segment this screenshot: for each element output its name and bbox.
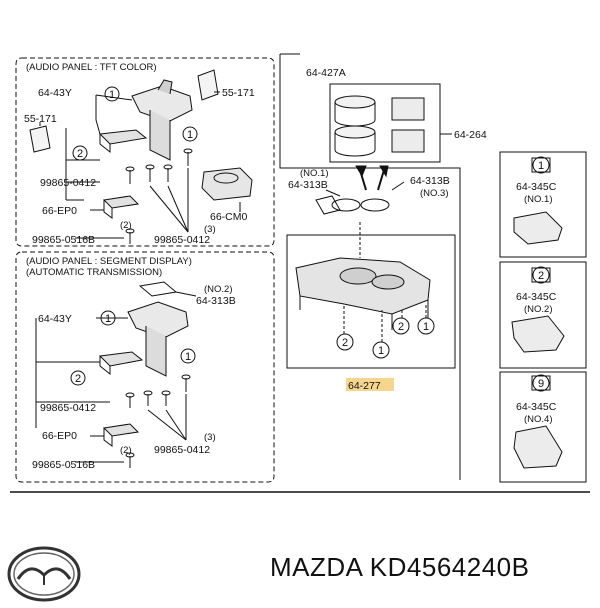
note-no3: (NO.3) (420, 188, 449, 199)
part-99865-0412-c: 99865-0412 (40, 402, 96, 414)
qty-2-a: (2) (120, 220, 132, 231)
panel-tft-label: (AUDIO PANEL : TFT COLOR) (26, 62, 157, 73)
clip-2-note: (NO.2) (524, 304, 553, 315)
clip-9-note: (NO.4) (524, 414, 553, 425)
part-66-cm0: 66-CM0 (210, 211, 248, 223)
callout-1-console-b: 1 (423, 321, 429, 333)
part-64-43y-a: 64-43Y (38, 87, 72, 99)
clip-9-code: 64-345C (516, 401, 557, 413)
qty-3-a: (3) (204, 224, 216, 235)
callout-1-top: 1 (109, 89, 115, 101)
part-66-ep0-a: 66-EP0 (42, 205, 77, 217)
part-55-171-left: 55-171 (24, 113, 57, 125)
part-64-427a: 64-427A (306, 67, 346, 79)
qty-3-b: (3) (204, 432, 216, 443)
note-no2: (NO.2) (204, 284, 233, 295)
part-99865-0412-d: 99865-0412 (154, 444, 210, 456)
clip-9-number: 9 (538, 378, 544, 390)
part-99865-0412-a: 99865-0412 (40, 177, 96, 189)
panel-at-label: (AUTOMATIC TRANSMISSION) (26, 267, 162, 278)
callout-2-console-b: 2 (398, 321, 404, 333)
panel-segment-label: (AUDIO PANEL : SEGMENT DISPLAY) (26, 256, 192, 267)
part-64-313b-no1: 64-313B (288, 179, 328, 191)
part-64-264: 64-264 (454, 129, 487, 141)
note-no1: (NO.1) (300, 168, 329, 179)
part-55-171-right: 55-171 (222, 87, 255, 99)
qty-2-b: (2) (120, 445, 132, 456)
clip-1-number: 1 (538, 160, 544, 172)
callout-1-console: 1 (378, 345, 384, 357)
callout-1-bottom-b: 1 (185, 351, 191, 363)
callout-2-console: 2 (342, 337, 348, 349)
part-64-313b-no2: 64-313B (196, 295, 236, 307)
part-99865-0516b-a: 99865-0516B (32, 234, 95, 246)
part-99865-0412-b: 99865-0412 (154, 234, 210, 246)
part-66-ep0-b: 66-EP0 (42, 430, 77, 442)
part-99865-0516b-b: 99865-0516B (32, 459, 95, 471)
callout-1-bottom: 1 (105, 313, 111, 325)
clip-2-number: 2 (538, 270, 544, 282)
part-64-43y-b: 64-43Y (38, 313, 72, 325)
clip-1-code: 64-345C (516, 181, 557, 193)
callout-2-bottom: 2 (75, 373, 81, 385)
brand-part-number: MAZDA KD4564240B (270, 552, 530, 582)
part-64-313b-no3: 64-313B (410, 175, 450, 187)
clip-2-code: 64-345C (516, 291, 557, 303)
clip-1-note: (NO.1) (524, 194, 553, 205)
part-64-277: 64-277 (348, 380, 381, 392)
callout-2-top: 2 (77, 148, 83, 160)
callout-1-top-b: 1 (187, 129, 193, 141)
part-64-277-highlight (346, 378, 394, 391)
mazda-logo-icon (6, 545, 82, 608)
